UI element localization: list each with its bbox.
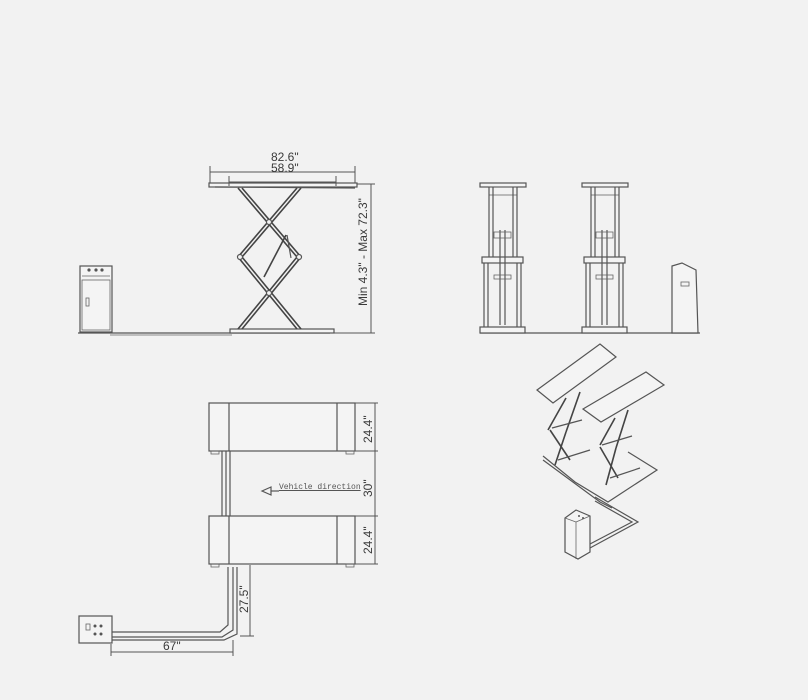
control-console-front	[671, 262, 699, 334]
front-lift-left	[479, 182, 527, 334]
dimension-overall-length: 82.6"	[271, 150, 299, 164]
front-lift-right	[581, 182, 629, 334]
control-console-top	[78, 615, 113, 644]
iso-scissor-left	[547, 391, 591, 466]
dimension-hose-horizontal: 67"	[163, 639, 181, 653]
scissor-mechanism	[236, 187, 303, 330]
dimension-inner-length: 58.9"	[271, 161, 299, 175]
top-platform-lower	[208, 515, 356, 568]
control-console-iso	[564, 509, 591, 560]
vehicle-direction-label: Vehicle direction	[279, 483, 361, 492]
control-console-side	[79, 265, 113, 333]
iso-scissor-right	[599, 409, 641, 486]
top-platform-upper	[208, 402, 356, 455]
hose-routing	[112, 567, 238, 641]
